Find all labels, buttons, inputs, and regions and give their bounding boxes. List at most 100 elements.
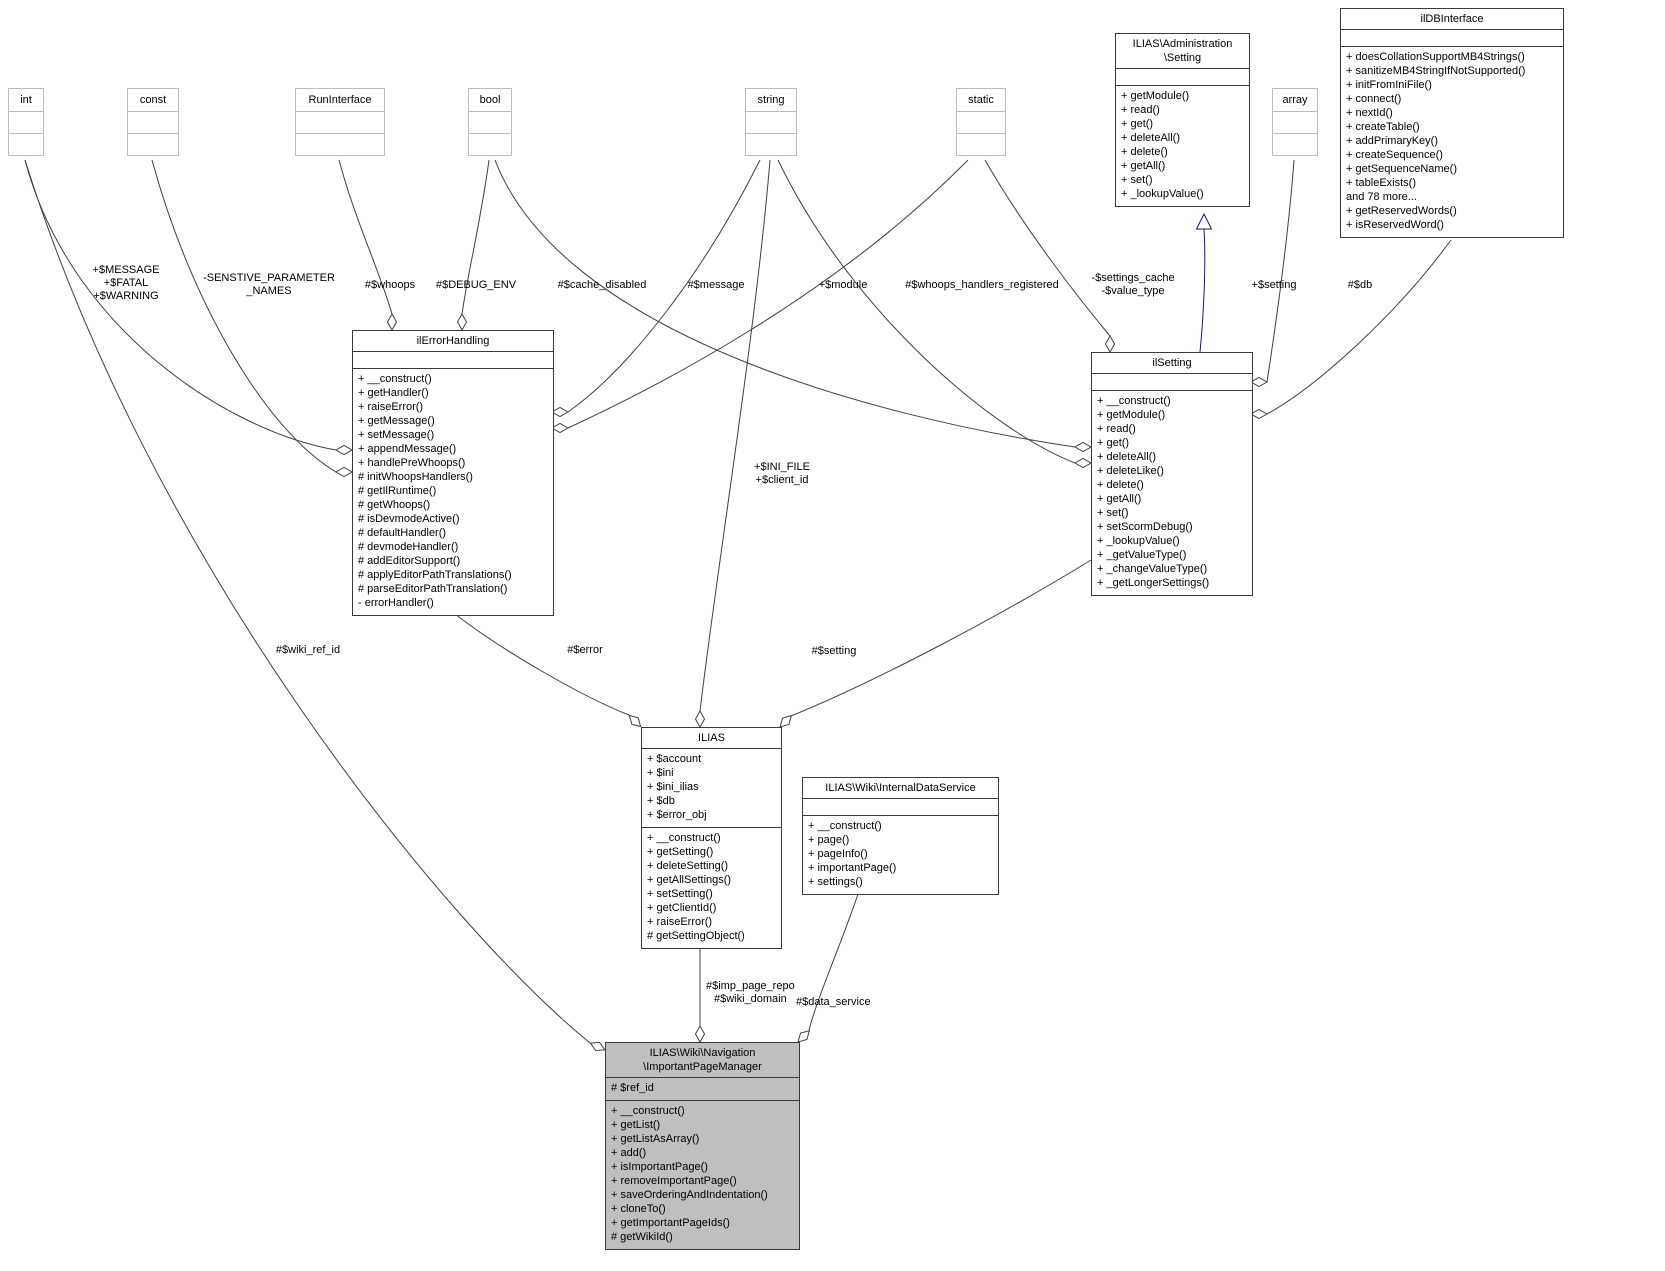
attributes-compartment <box>353 351 553 368</box>
attributes-compartment <box>9 111 43 133</box>
member-line: # getWhoops() <box>358 499 431 511</box>
member-line: + getModule() <box>1121 90 1190 102</box>
member-line: + _getLongerSettings() <box>1097 577 1210 589</box>
member-line: + getModule() <box>1097 409 1166 421</box>
member-line: + deleteAll() <box>1097 451 1157 463</box>
member-line: + getAll() <box>1121 160 1166 172</box>
member-line: + __construct() <box>647 832 721 844</box>
edge-label-debug-env: #$DEBUG_ENV <box>435 279 517 291</box>
class-static: static <box>956 88 1006 156</box>
class-title: static <box>968 94 994 106</box>
class-ilias-wiki-internaldataservice[interactable]: ILIAS\Wiki\InternalDataService + __const… <box>802 777 999 895</box>
member-line: and 78 more... <box>1346 191 1417 203</box>
member-line: + _getValueType() <box>1097 549 1187 561</box>
edge-internaldataservice-importantpagemanager <box>808 887 861 1031</box>
member-line: + isReservedWord() <box>1346 219 1444 231</box>
member-line: + getClientId() <box>647 902 717 914</box>
attributes-compartment <box>128 111 178 133</box>
member-line: + read() <box>1097 423 1136 435</box>
methods-compartment: + getModule()+ read()+ get()+ deleteAll(… <box>1116 85 1249 206</box>
edge-label-whoops-handlers-registered: #$whoops_handlers_registered <box>905 279 1059 291</box>
member-line: # isDevmodeActive() <box>358 513 460 525</box>
member-line: + setMessage() <box>358 429 435 441</box>
edge-label-cache-disabled: #$cache_disabled <box>557 279 647 291</box>
attributes-compartment <box>1341 29 1563 46</box>
attributes-compartment <box>296 111 384 133</box>
class-ilias[interactable]: ILIAS + $account+ $ini+ $ini_ilias+ $db+… <box>641 727 782 949</box>
edge-array-ilsetting <box>1266 159 1295 383</box>
class-title: ILIAS\Administration \Setting <box>1132 38 1233 64</box>
member-line: + settings() <box>808 876 863 888</box>
edge-string-ilsetting <box>777 159 1076 464</box>
edge-label-imp-page-repo: #$imp_page_repo #$wiki_domain <box>706 980 795 1005</box>
member-line: # getWikiId() <box>611 1231 673 1243</box>
member-line: + page() <box>808 834 850 846</box>
member-line: + removeImportantPage() <box>611 1175 737 1187</box>
member-line: + addPrimaryKey() <box>1346 135 1439 147</box>
aggregation-diamond <box>386 312 398 332</box>
edge-ilerrorhandling-ilias <box>449 609 630 716</box>
member-line: + createSequence() <box>1346 149 1443 161</box>
class-title: array <box>1282 94 1308 106</box>
aggregation-diamond <box>694 709 706 729</box>
aggregation-diamond <box>1073 457 1093 469</box>
member-line: + add() <box>611 1147 647 1159</box>
edge-label-message: #$message <box>687 279 745 291</box>
member-line: + $db <box>647 795 675 807</box>
member-line: + $ini <box>647 767 674 779</box>
member-line: + __construct() <box>358 373 432 385</box>
member-line: + setScormDebug() <box>1097 521 1193 533</box>
class-title: bool <box>479 94 501 106</box>
member-line: + __construct() <box>808 820 882 832</box>
member-line: + _changeValueType() <box>1097 563 1208 575</box>
class-importantpagemanager: ILIAS\Wiki\Navigation \ImportantPageMana… <box>605 1042 800 1250</box>
edge-const-ilerrorhandling <box>151 159 337 473</box>
inheritance-arrowhead <box>1195 212 1213 230</box>
member-line: + _lookupValue() <box>1097 535 1180 547</box>
member-line: + tableExists() <box>1346 177 1416 189</box>
edge-label-senstive-parameter-names: -SENSTIVE_PARAMETER _NAMES <box>203 272 335 297</box>
edge-label-setting: #$setting <box>811 645 857 657</box>
edge-label-error: #$error <box>567 644 603 656</box>
class-title: ILIAS <box>698 732 725 744</box>
class-ilsetting[interactable]: ilSetting + __construct()+ getModule()+ … <box>1091 352 1253 596</box>
edge-bool-ilerrorhandling <box>461 159 490 315</box>
member-line: # getSettingObject() <box>647 930 745 942</box>
methods-compartment <box>469 133 511 155</box>
edge-runinterface-ilerrorhandling <box>338 159 393 315</box>
member-line: # initWhoopsHandlers() <box>358 471 473 483</box>
edge-label-db: #$db <box>1347 279 1373 291</box>
class-ilias-administration-setting[interactable]: ILIAS\Administration \Setting + getModul… <box>1115 33 1250 207</box>
class-ildbinterface[interactable]: ilDBInterface + doesCollationSupportMB4S… <box>1340 8 1564 238</box>
edge-string-ilerrorhandling <box>567 159 761 413</box>
methods-compartment <box>296 133 384 155</box>
class-ilerrorhandling[interactable]: ilErrorHandling + __construct()+ getHand… <box>352 330 554 616</box>
edge-ilsetting-ilias <box>790 559 1092 717</box>
class-int: int <box>8 88 44 156</box>
member-line: + delete() <box>1121 146 1168 158</box>
methods-compartment: + doesCollationSupportMB4Strings()+ sani… <box>1341 46 1563 237</box>
member-line: + sanitizeMB4StringIfNotSupported() <box>1346 65 1526 77</box>
member-line: + getList() <box>611 1119 661 1131</box>
attributes-compartment <box>803 798 998 815</box>
edge-int-importantpagemanager <box>24 159 591 1044</box>
edge-static-ilsetting <box>984 159 1111 337</box>
edge-label-message-fatal-warning: +$MESSAGE +$FATAL +$WARNING <box>92 264 160 302</box>
member-line: # defaultHandler() <box>358 527 447 539</box>
member-line: + getSetting() <box>647 846 714 858</box>
methods-compartment: + __construct()+ getModule()+ read()+ ge… <box>1092 390 1252 595</box>
edge-static-ilerrorhandling <box>567 159 969 429</box>
aggregation-diamond <box>550 406 570 418</box>
class-const: const <box>127 88 179 156</box>
member-line: + createTable() <box>1346 121 1420 133</box>
class-title: ILIAS\Wiki\Navigation \ImportantPageMana… <box>643 1047 762 1073</box>
methods-compartment <box>957 133 1005 155</box>
edge-label-data-service: #$data_service <box>796 996 871 1008</box>
aggregation-diamond <box>334 444 354 456</box>
edge-label-setting-array: +$setting <box>1251 279 1297 291</box>
member-line: # $ref_id <box>611 1082 654 1094</box>
attributes-compartment: # $ref_id <box>606 1077 799 1100</box>
class-title: ilSetting <box>1152 357 1192 369</box>
attributes-compartment <box>957 111 1005 133</box>
